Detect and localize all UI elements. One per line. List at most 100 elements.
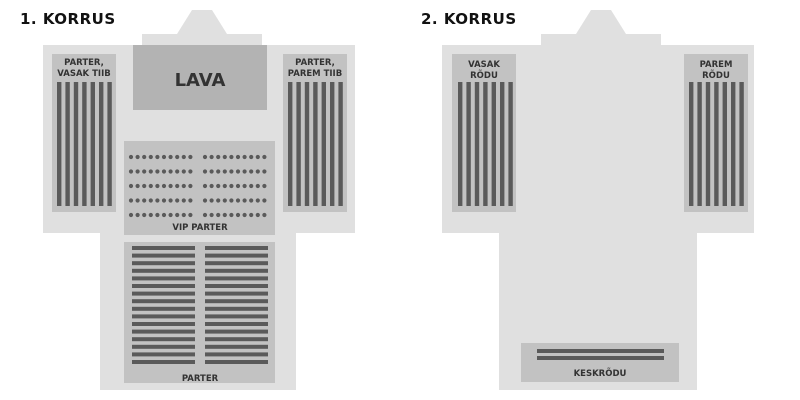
parter-seat-row <box>132 329 195 334</box>
vip-seat <box>181 183 186 189</box>
left-wing-section[interactable]: PARTER, VASAK TIIB <box>52 54 116 212</box>
stage-label: LAVA <box>175 70 226 91</box>
seat-column <box>458 82 463 206</box>
stage-area[interactable] <box>133 45 267 110</box>
seat-column <box>73 82 79 206</box>
vip-seat <box>175 169 180 174</box>
vip-seat <box>155 212 160 218</box>
parter-seat-row <box>205 344 268 349</box>
left-balcony-seats <box>458 82 513 206</box>
seat-column <box>321 82 326 206</box>
vip-seat <box>216 169 221 174</box>
vip-seat <box>202 183 208 189</box>
vip-seat <box>229 169 234 174</box>
right-balcony-section[interactable]: PAREM RÕDU <box>684 54 748 212</box>
vip-seat <box>168 212 173 218</box>
parter-seat-row <box>205 306 268 311</box>
vip-seat <box>249 154 254 160</box>
vip-seat <box>128 154 134 160</box>
vip-seat <box>235 212 241 218</box>
floor-2-tower <box>541 10 661 46</box>
vip-seat <box>142 198 147 203</box>
vip-seat <box>209 154 214 160</box>
vip-seat <box>188 198 193 203</box>
center-balcony-seat-row <box>537 356 664 360</box>
vip-seat <box>155 154 160 160</box>
parter-seat-row <box>205 284 268 288</box>
parter-seat-row <box>132 253 195 258</box>
vip-seat <box>175 198 180 203</box>
vip-seat <box>229 212 234 218</box>
vip-seat <box>229 198 234 203</box>
parter-seat-row <box>132 291 195 296</box>
parter-seat-row <box>205 314 268 319</box>
vip-seat <box>175 183 180 189</box>
left-balcony-section[interactable]: VASAK RÕDU <box>452 54 516 212</box>
vip-seat <box>161 169 167 174</box>
seat-column <box>731 82 736 206</box>
parter-seat-row <box>132 337 195 342</box>
vip-seat <box>229 154 234 160</box>
vip-seat <box>262 212 267 218</box>
vip-seat <box>168 169 173 174</box>
parter-section[interactable]: PARTER <box>124 242 275 384</box>
parter-seat-row <box>132 284 195 288</box>
vip-seat <box>216 154 221 160</box>
vip-seat <box>148 198 153 203</box>
vip-seat <box>249 198 254 203</box>
vip-seat <box>181 198 186 203</box>
vip-seat <box>262 198 267 203</box>
vip-seat <box>142 183 147 189</box>
center-balcony-label: KESKRÕDU <box>574 367 627 379</box>
seat-column <box>304 82 310 206</box>
left-balcony-label-line-2: RÕDU <box>470 69 498 81</box>
vip-seat <box>142 212 147 218</box>
vip-seat <box>181 212 186 218</box>
vip-seat <box>181 154 186 160</box>
right-balcony-label-line-1: PAREM <box>700 60 733 70</box>
parter-seat-row <box>132 344 195 349</box>
floor-1-title: 1. KORRUS <box>20 10 116 28</box>
parter-seat-row <box>205 329 268 334</box>
center-balcony-section[interactable]: KESKRÕDU <box>521 343 679 382</box>
vip-seat <box>202 154 208 160</box>
vip-seat <box>235 198 241 203</box>
seat-column <box>689 82 694 206</box>
parter-seat-row <box>205 337 268 342</box>
parter-seat-row <box>205 360 268 364</box>
vip-seat <box>209 169 214 174</box>
vip-seat <box>249 212 254 218</box>
left-wing-label-line-2: VASAK TIIB <box>57 69 110 79</box>
vip-seat <box>155 198 160 203</box>
vip-seat <box>262 183 267 189</box>
vip-seat <box>135 169 140 174</box>
vip-seat <box>148 183 153 189</box>
left-wing-label-line-1: PARTER, <box>64 58 104 68</box>
seat-column <box>474 82 480 206</box>
seat-column <box>508 82 513 206</box>
seat-column <box>697 82 702 206</box>
vip-seat <box>222 212 227 218</box>
right-wing-section[interactable]: PARTER, PAREM TIIB <box>283 54 347 212</box>
vip-seat <box>161 212 167 218</box>
parter-label: PARTER <box>182 374 219 384</box>
vip-seat <box>235 154 241 160</box>
parter-seat-row <box>132 246 195 250</box>
parter-seat-row <box>205 268 268 273</box>
parter-seat-row <box>205 261 268 266</box>
parter-seat-row <box>132 268 195 273</box>
right-balcony-label-line-2: RÕDU <box>702 69 730 81</box>
vip-seat <box>255 183 260 189</box>
seat-column <box>483 82 488 206</box>
vip-seat <box>188 154 193 160</box>
vip-seat <box>161 183 167 189</box>
vip-parter-section[interactable]: VIP PARTER <box>124 141 275 235</box>
seat-column <box>714 82 719 206</box>
vip-seat <box>148 212 153 218</box>
seat-column <box>82 82 87 206</box>
parter-seat-row <box>132 360 195 364</box>
vip-seat <box>222 154 227 160</box>
parter-seat-row <box>132 352 195 357</box>
parter-seat-row <box>205 352 268 357</box>
vip-seat <box>222 169 227 174</box>
